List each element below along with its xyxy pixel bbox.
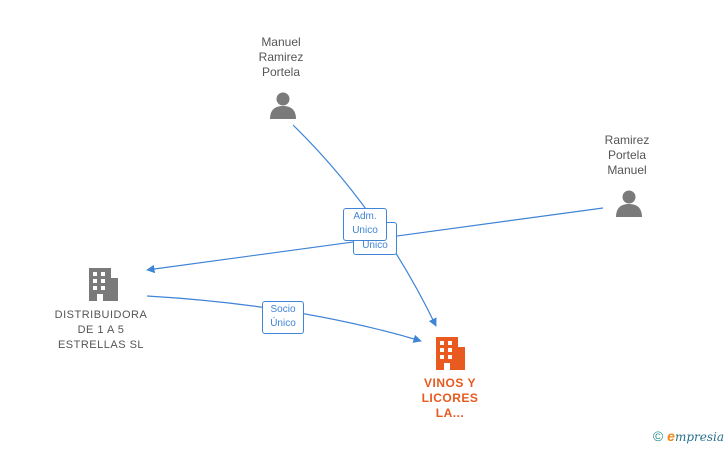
- brand-initial: e: [667, 428, 675, 444]
- person-label-ramirez-portela-manuel[interactable]: Ramirez Portela Manuel: [604, 133, 650, 177]
- brand-name: mpresia: [674, 430, 724, 444]
- person-icon[interactable]: [614, 188, 644, 218]
- edge-label-socio-unico: Socio Único: [262, 301, 304, 334]
- building-icon[interactable]: [434, 335, 466, 371]
- edge-label-adm-unico: Adm. Unico: [343, 208, 387, 241]
- company-label-vinos-y-licores[interactable]: VINOS Y LICORES LA...: [421, 376, 479, 420]
- company-label-distribuidora[interactable]: DISTRIBUIDORA DE 1 A 5 ESTRELLAS SL: [54, 309, 148, 351]
- building-icon[interactable]: [87, 266, 119, 302]
- person-icon[interactable]: [268, 90, 298, 120]
- empresia-logo: © empresia: [653, 428, 724, 444]
- copyright-symbol: ©: [652, 428, 664, 444]
- person-label-manuel-ramirez-portela[interactable]: Manuel Ramirez Portela: [258, 35, 304, 79]
